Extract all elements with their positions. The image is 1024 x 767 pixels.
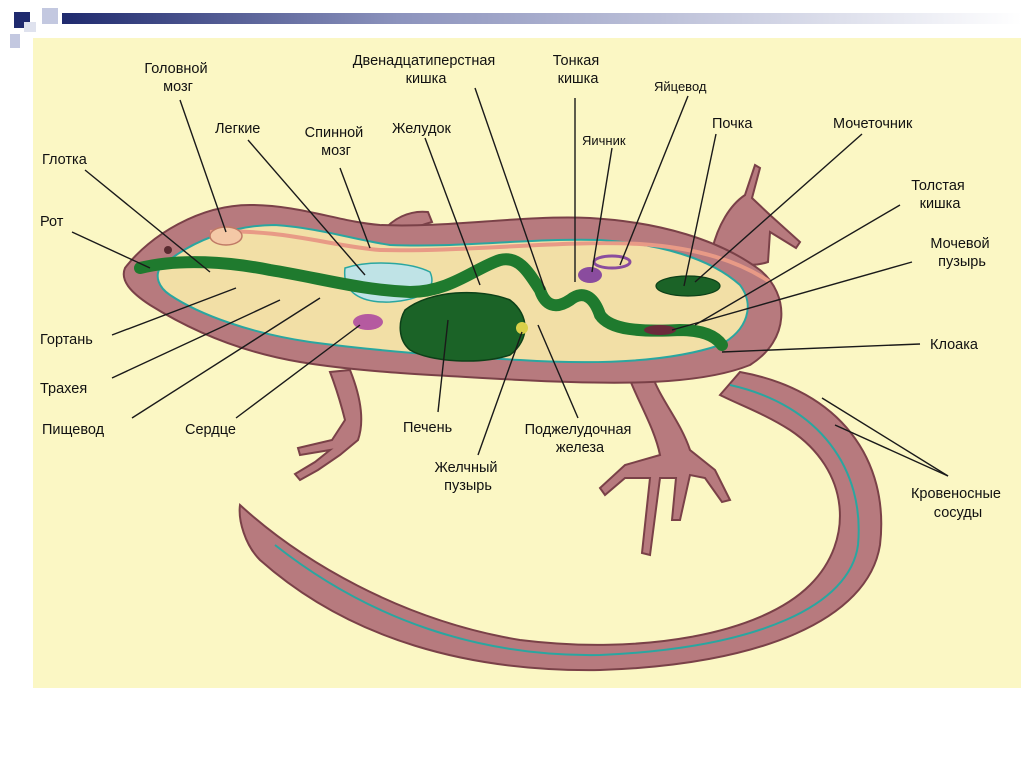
spinal-cord: [209, 229, 772, 284]
leader-yaichnik: [591, 147, 613, 273]
heart: [353, 314, 383, 330]
label-serdtse: Сердце: [185, 422, 236, 438]
leader-glotka: [84, 169, 211, 273]
label-mochetochnik: Мочеточник: [833, 116, 913, 132]
front-leg: [293, 368, 363, 482]
leader-zhelchny-puzyr: [477, 331, 523, 456]
leader-krovenosnye-2: [834, 424, 949, 477]
leader-kloaka: [721, 343, 921, 353]
label-legkie: Легкие: [215, 121, 260, 137]
leader-yaytsevod: [619, 95, 689, 266]
label-pechen: Печень: [403, 420, 452, 436]
leader-pochka: [683, 133, 717, 287]
leader-serdtse: [235, 324, 361, 419]
label-pishchevod: Пищевод: [42, 422, 105, 438]
leader-pishchevod: [131, 297, 321, 419]
label-kloaka: Клоака: [930, 337, 979, 353]
label-rot: Рот: [40, 214, 64, 230]
digestive-tract: [134, 253, 728, 351]
leader-mochetochnik: [694, 133, 863, 283]
leader-pechen: [437, 319, 449, 413]
label-glotka: Глотка: [42, 152, 88, 168]
slide-corner-square-light-2: [10, 34, 20, 48]
lizard-body: [122, 163, 883, 672]
leader-dvenadtsatiperstnaya: [474, 87, 546, 291]
label-spinnoy-mozg: Спинной мозг: [305, 125, 368, 159]
ovary: [578, 267, 602, 283]
leader-podzheludochnaya: [537, 324, 579, 419]
label-pochka: Почка: [712, 116, 753, 132]
bladder: [644, 325, 676, 335]
eye: [164, 246, 172, 254]
label-yaichnik: Яичник: [582, 133, 626, 148]
brain: [209, 226, 243, 246]
label-yaytsevod: Яйцевод: [654, 79, 707, 94]
leader-trakheya: [111, 299, 281, 379]
label-mochevoy-puzyr: Мочевой пузырь: [930, 236, 993, 270]
label-podzheludochnaya: Поджелудочная железа: [525, 422, 636, 456]
label-tonkaya-kishka: Тонкая кишка: [553, 53, 603, 87]
leader-rot: [71, 231, 151, 269]
leader-mochevoy-puzyr: [671, 261, 913, 331]
slide-corner-square-light: [42, 8, 58, 24]
label-dvenadtsatiperstnaya: Двенадцатиперстная кишка: [353, 53, 500, 87]
label-tolstaya-kishka: Толстая кишка: [911, 178, 969, 212]
label-gortan: Гортань: [40, 332, 93, 348]
kidney: [655, 275, 721, 297]
liver: [399, 291, 526, 362]
leader-gortan: [111, 287, 237, 336]
leader-krovenosnye-1: [821, 397, 949, 477]
gall-bladder: [516, 322, 528, 334]
tail: [238, 370, 883, 672]
label-krovenosnye-sosudy: Кровеносные сосуды: [911, 486, 1005, 521]
label-trakheya: Трахея: [40, 381, 87, 397]
slide-corner-square-light-3: [24, 22, 36, 32]
label-golovnoy-mozg: Головной мозг: [144, 61, 211, 95]
leader-spinnoy-mozg: [339, 167, 371, 249]
labels: Головной мозг Глотка Рот Легкие Спинной …: [40, 53, 1005, 521]
leader-tolstaya-kishka: [694, 204, 901, 326]
hind-leg: [598, 368, 732, 557]
leader-golovnoy-mozg: [179, 99, 227, 233]
label-zhelchny-puzyr: Желчный пузырь: [434, 460, 501, 494]
label-zheludok: Желудок: [392, 121, 452, 137]
slide-title-bar: [62, 13, 1022, 24]
leader-zheludok: [424, 137, 481, 286]
leader-legkie: [247, 139, 366, 276]
leader-lines: [71, 87, 949, 477]
tail-vessel: [274, 384, 860, 657]
